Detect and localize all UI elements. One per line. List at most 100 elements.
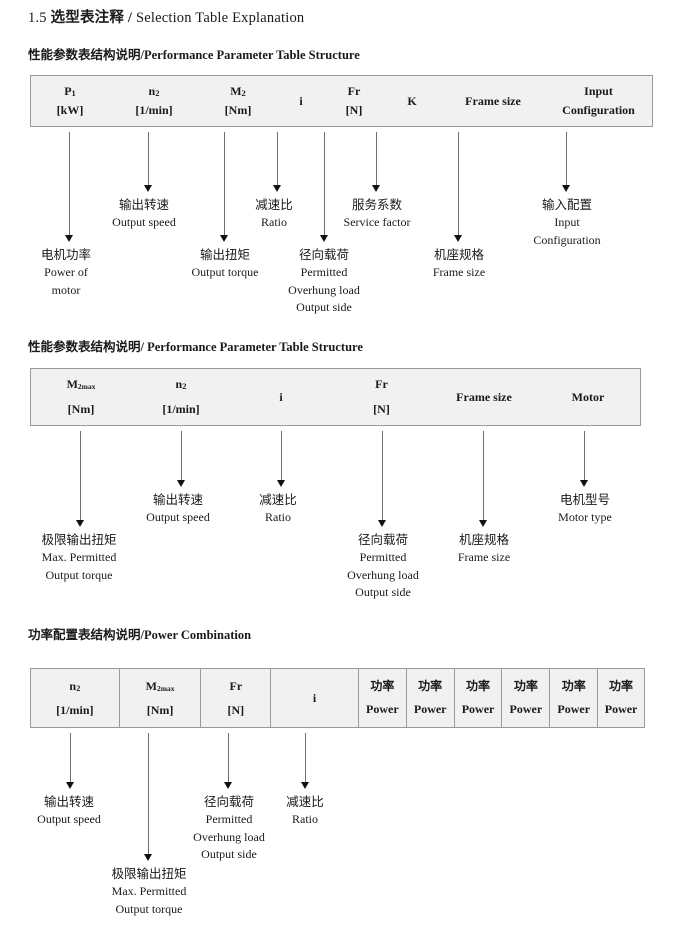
table-2-col-fr: Fr [N] [331, 369, 432, 425]
section-1-heading: 性能参数表结构说明/Performance Parameter Table St… [28, 44, 360, 63]
annotation-power-of-motor-cn: 电机功率 [40, 248, 91, 262]
annotation-max-permitted-output-torque-2: 极限输出扭矩 Max. Permitted Output torque [18, 531, 140, 584]
annotation-overhung-3-en-1: Permitted [205, 812, 253, 827]
table-1-col-k: K [383, 76, 441, 126]
arrow-to-ratio-3 [301, 733, 310, 789]
table-2-col-n2: n2 [1/min] [131, 369, 231, 425]
table-1-col-input-line2: Configuration [562, 103, 635, 117]
annotation-motor-type-en: Motor type [558, 510, 612, 525]
table-3-col-n2-symbol: n2 [69, 678, 81, 693]
annotation-service-factor-cn: 服务系数 [351, 198, 402, 212]
annotation-overhung-3-cn: 径向载荷 [203, 795, 254, 809]
section-2-heading-sep: / [140, 340, 144, 354]
annotation-max-torque-2-en-1: Max. Permitted [41, 550, 117, 565]
table-3-col-power-6-en: Power [604, 702, 638, 716]
table-3-col-power-6-cn: 功率 [609, 679, 634, 694]
table-2-col-m2max: M2max [Nm] [31, 369, 131, 425]
section-3-heading-en: Power Combination [144, 628, 252, 642]
table-2-col-motor-label: Motor [571, 389, 605, 404]
annotation-input-configuration: 输入配置 Input Configuration [508, 196, 626, 249]
annotation-output-speed-1: 输出转速 Output speed [94, 196, 194, 232]
table-1-col-k-symbol: K [407, 93, 417, 108]
annotation-overhung-3-en-2: Overhung load [193, 829, 265, 844]
table-1-col-i: i [277, 76, 325, 126]
annotation-output-torque-en: Output torque [191, 265, 259, 280]
arrow-to-power-of-motor [65, 132, 74, 242]
annotation-overhung-2-en-2: Overhung load [347, 567, 419, 582]
annotation-frame-size-1-cn: 机座规格 [433, 248, 484, 262]
annotation-output-speed-3-en: Output speed [37, 812, 101, 827]
annotation-frame-size-1-en: Frame size [432, 265, 486, 280]
annotation-overhung-2-en-3: Output side [355, 584, 411, 599]
annotation-frame-size-1: 机座规格 Frame size [404, 246, 514, 282]
table-3-col-power-6: 功率 Power [597, 669, 644, 727]
annotation-output-torque: 输出扭矩 Output torque [170, 246, 280, 282]
annotation-max-torque-3-en-2: Output torque [115, 901, 183, 916]
section-2-heading-cn: 性能参数表结构说明 [28, 340, 141, 354]
annotation-overhung-2-en-1: Permitted [359, 550, 407, 565]
section-3-heading: 功率配置表结构说明/Power Combination [28, 624, 251, 643]
annotation-ratio-3-cn: 减速比 [286, 795, 324, 809]
table-3-col-power-4-cn: 功率 [513, 679, 538, 694]
arrow-to-max-permitted-output-torque-2 [76, 431, 85, 527]
annotation-ratio-1-en: Ratio [261, 215, 287, 230]
annotation-overhung-2-cn: 径向载荷 [357, 533, 408, 547]
table-1-col-m2-unit: [Nm] [224, 103, 252, 117]
table-1-col-p1-unit: [kW] [56, 103, 84, 117]
arrow-to-frame-size [454, 132, 463, 242]
table-3-col-power-5-cn: 功率 [561, 679, 586, 694]
annotation-service-factor: 服务系数 Service factor [322, 196, 432, 232]
table-2-col-n2-unit: [1/min] [162, 402, 200, 416]
annotation-permitted-overhung-load-2: 径向载荷 Permitted Overhung load Output side [327, 531, 439, 601]
annotation-max-torque-3-cn: 极限输出扭矩 [111, 867, 187, 881]
title-english: Selection Table Explanation [135, 10, 305, 26]
table-1-col-n2-symbol: n2 [148, 84, 160, 99]
table-1-col-m2: M2 [Nm] [199, 76, 277, 126]
annotation-input-configuration-cn: 输入配置 [541, 198, 592, 212]
table-2-col-frame-size-label: Frame size [456, 389, 512, 404]
annotation-frame-size-2: 机座规格 Frame size [429, 531, 539, 567]
title-separator: / [127, 10, 133, 26]
annotation-motor-type-cn: 电机型号 [559, 493, 610, 507]
section-1-heading-sep: / [140, 48, 144, 62]
annotation-permitted-overhung-load-1: 径向载荷 Permitted Overhung load Output side [268, 246, 380, 316]
table-3-col-m2max: M2max [Nm] [118, 669, 201, 727]
power-combination-table: n2 [1/min] M2max [Nm] Fr [N] i 功率 Power … [30, 668, 645, 728]
table-1-col-input-line1: Input [584, 84, 613, 99]
annotation-output-speed-2-cn: 输出转速 [152, 493, 203, 507]
performance-parameter-table-2: M2max [Nm] n2 [1/min] i Fr [N] Frame siz… [30, 368, 641, 426]
table-1-col-frame-size-label: Frame size [465, 93, 521, 108]
title-chinese: 选型表注释 [50, 10, 125, 26]
annotation-power-of-motor-en-2: motor [51, 282, 81, 297]
table-1-col-fr-symbol: Fr [347, 84, 361, 99]
table-3-col-power-5: 功率 Power [549, 669, 597, 727]
arrow-to-motor-type [580, 431, 589, 487]
section-3-heading-sep: / [140, 628, 144, 642]
table-3-col-power-1-en: Power [366, 702, 399, 716]
annotation-max-torque-3-en-1: Max. Permitted [111, 884, 187, 899]
annotation-output-speed-1-en: Output speed [112, 215, 176, 230]
arrow-to-output-speed-3 [66, 733, 75, 789]
table-1-col-p1: P1 [kW] [31, 76, 109, 126]
annotation-ratio-3: 减速比 Ratio [272, 793, 338, 829]
annotation-power-of-motor-en-1: Power of [44, 265, 88, 280]
table-3-col-fr-symbol: Fr [229, 678, 243, 693]
arrow-to-max-permitted-output-torque-3 [144, 733, 153, 861]
table-2-col-n2-symbol: n2 [175, 377, 187, 392]
annotation-max-torque-2-cn: 极限输出扭矩 [41, 533, 117, 547]
annotation-overhung-1-en-1: Permitted [300, 265, 348, 280]
table-1-col-n2: n2 [1/min] [109, 76, 199, 126]
table-2-col-fr-symbol: Fr [375, 377, 388, 392]
annotation-overhung-1-en-2: Overhung load [288, 282, 360, 297]
table-3-col-m2max-symbol: M2max [145, 678, 175, 693]
table-3-col-n2: n2 [1/min] [31, 669, 119, 727]
annotation-max-torque-2-en-2: Output torque [45, 567, 113, 582]
arrow-to-output-speed [144, 132, 153, 192]
table-3-col-power-3-en: Power [461, 702, 495, 716]
annotation-ratio-2-cn: 减速比 [259, 493, 297, 507]
table-3-col-power-2-en: Power [413, 702, 447, 716]
annotation-output-torque-cn: 输出扭矩 [199, 248, 250, 262]
annotation-ratio-2-en: Ratio [265, 510, 291, 525]
annotation-frame-size-2-cn: 机座规格 [458, 533, 509, 547]
